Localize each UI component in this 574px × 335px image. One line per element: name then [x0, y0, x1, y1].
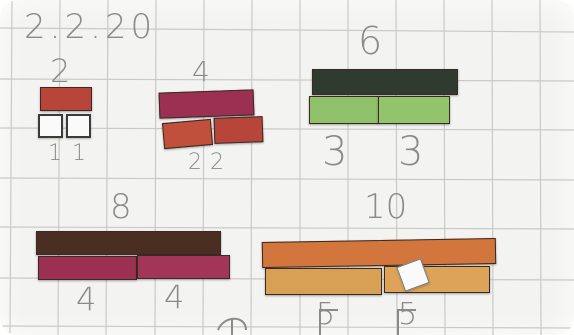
white-cube-left [38, 114, 63, 138]
orange-rod [262, 238, 496, 268]
red-rod-right [214, 116, 264, 144]
group-8-part-left: 4 [76, 283, 96, 315]
group-10-part-left: 5 [316, 300, 335, 330]
group-4-total: 4 [192, 58, 210, 86]
dark-green-rod [312, 69, 458, 95]
group-6-part-right: 3 [398, 132, 423, 172]
group-2-part-left: 1 [48, 143, 62, 165]
light-green-rod-right [378, 96, 450, 124]
light-green-rod-left [309, 96, 379, 124]
purple-rod [159, 89, 255, 118]
group-2-total: 2 [50, 55, 70, 87]
brown-rod [36, 231, 221, 255]
red-rod-left [162, 119, 213, 149]
purple-rod-right [137, 255, 230, 279]
group-4-part-left: 2 [188, 152, 202, 174]
group-6-total: 6 [358, 22, 382, 60]
group-10-total: 10 [364, 190, 407, 224]
group-4-part-right: 2 [210, 152, 224, 174]
group-10-part-right: 5 [398, 300, 417, 330]
date-heading: 2.2.20 [24, 10, 156, 44]
group-8-part-right: 4 [164, 281, 184, 313]
red-rod [40, 87, 92, 111]
group-8-total: 8 [110, 190, 132, 224]
purple-rod-left [38, 256, 137, 280]
white-cube-right [66, 114, 91, 138]
group-6-part-left: 3 [322, 132, 347, 172]
group-2-part-right: 1 [72, 143, 86, 165]
yellow-rod-left [265, 268, 382, 295]
